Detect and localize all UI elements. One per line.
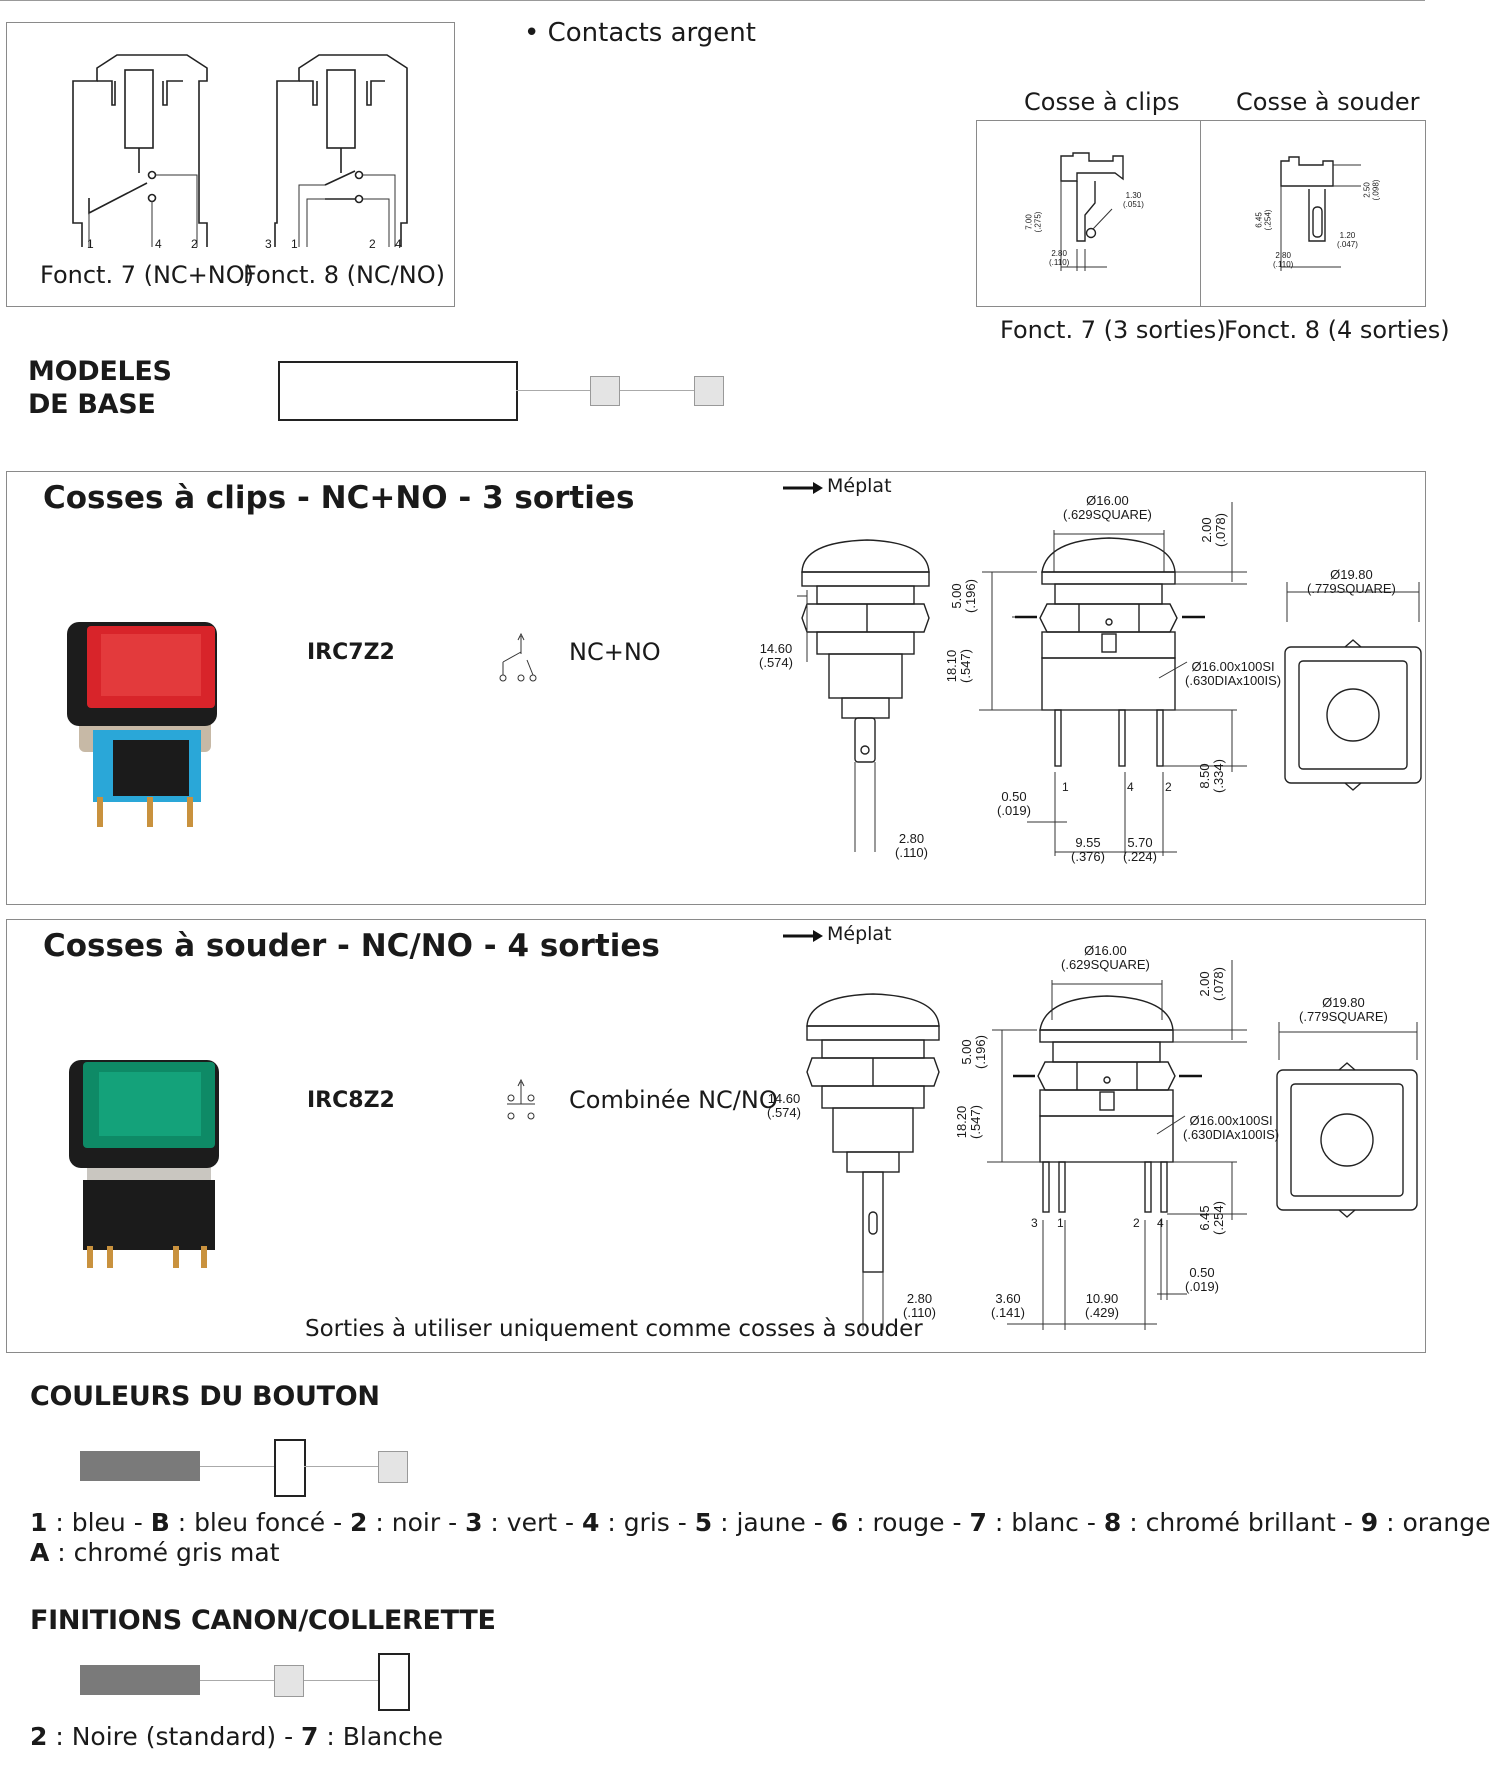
couleurs-heading: COULEURS DU BOUTON xyxy=(30,1381,380,1412)
dim-0-50: 0.50(.019) xyxy=(997,789,1031,818)
cosse-clips-label: Cosse à clips xyxy=(1024,88,1180,116)
front-pin-3-b: 3 xyxy=(1031,1216,1038,1230)
solder-terminal-drawing xyxy=(1280,156,1361,271)
dim-thread-b: Ø16.00x100SI(.630DIAx100IS) xyxy=(1183,1113,1280,1142)
couleurs-legend-line1: 1 : bleu - B : bleu foncé - 2 : noir - 3… xyxy=(30,1508,1490,1537)
meplat-label-1: Méplat xyxy=(827,475,892,497)
dim-d19-80: Ø19.80(.779SQUARE) xyxy=(1307,567,1396,596)
fonct7-sorties-label: Fonct. 7 (3 sorties) xyxy=(1000,316,1226,344)
dim-10-90: 10.90(.429) xyxy=(1085,1291,1119,1320)
front-pin-2: 2 xyxy=(1165,780,1172,794)
front-pin-1: 1 xyxy=(1062,780,1069,794)
color-code-line-1 xyxy=(200,1466,274,1467)
solder-dim-h: 6.45(.254) xyxy=(1254,209,1273,231)
finish-code-light-box xyxy=(274,1665,304,1697)
finish-code-box xyxy=(378,1653,410,1711)
dim-d16-b: Ø16.00(.629SQUARE) xyxy=(1061,943,1150,972)
section-clips: Cosses à clips - NC+NO - 3 sorties IRC7Z… xyxy=(6,471,1426,905)
code-connector-line-1 xyxy=(516,390,590,391)
code-irc7z2: IRC7Z2 xyxy=(307,640,395,665)
pin8-1: 1 xyxy=(291,237,298,251)
fonct8-label: Fonct. 8 (NC/NO) xyxy=(243,261,445,289)
finitions-legend: 2 : Noire (standard) - 7 : Blanche xyxy=(30,1722,444,1751)
combined-nc-no-symbol-icon xyxy=(507,1078,535,1120)
finish-code-line-2 xyxy=(304,1680,378,1681)
meplat-label-2: Méplat xyxy=(827,923,892,945)
clip-dim-d: 1.30(.051) xyxy=(1123,191,1144,209)
fonct8-sorties-label: Fonct. 8 (4 sorties) xyxy=(1224,316,1450,344)
front-pin-2-b: 2 xyxy=(1133,1216,1140,1230)
code-small-box-1 xyxy=(590,376,620,406)
code-small-box-2 xyxy=(694,376,724,406)
dim-2-80-side: 2.80(.110) xyxy=(895,831,928,860)
bezel-top-view-2 xyxy=(1276,1022,1418,1218)
pin8-4: 4 xyxy=(395,237,402,251)
solder-note: Sorties à utiliser uniquement comme coss… xyxy=(305,1316,923,1342)
switch-side-view-2 xyxy=(806,993,940,1330)
meplat-arrow-icon xyxy=(783,482,823,494)
section-clips-title: Cosses à clips - NC+NO - 3 sorties xyxy=(43,480,635,516)
dim-14-60-b: 14.60(.574) xyxy=(767,1091,801,1120)
dim-3-60: 3.60(.141) xyxy=(991,1291,1025,1320)
dim-9-55: 9.55(.376) xyxy=(1071,835,1105,864)
code-irc8z2: IRC8Z2 xyxy=(307,1088,395,1113)
bezel-top-view xyxy=(1284,582,1422,791)
section-souder: Cosses à souder - NC/NO - 4 sorties IRC8… xyxy=(6,919,1426,1353)
clip-dim-w: 2.80(.110) xyxy=(1049,249,1070,267)
dim-2-80-side-b: 2.80(.110) xyxy=(903,1291,936,1320)
dim-thread: Ø16.00x100SI(.630DIAx100IS) xyxy=(1185,659,1282,688)
product-photo-green xyxy=(69,1060,219,1268)
finish-code-grey-box xyxy=(80,1665,200,1695)
front-pin-1-b: 1 xyxy=(1057,1216,1064,1230)
function-nc-no: NC+NO xyxy=(569,638,661,666)
color-code-grey-box xyxy=(80,1451,200,1481)
cosse-souder-box: 6.45(.254) 2.50(.098) 1.20(.047) 2.80(.1… xyxy=(1200,120,1426,307)
product-photo-red xyxy=(67,622,217,827)
dim-d16: Ø16.00(.629SQUARE) xyxy=(1063,493,1152,522)
clip-terminal-drawing xyxy=(1060,152,1124,271)
cosse-souder-label: Cosse à souder xyxy=(1236,88,1420,116)
schematic-box: 1 4 2 3 1 2 4 Fonct. 7 (NC+NO) Fonct. 8 … xyxy=(6,22,455,307)
nc-no-symbol-icon xyxy=(499,632,537,682)
switch-front-view xyxy=(979,502,1247,856)
dim-5-70: 5.70(.224) xyxy=(1123,835,1157,864)
couleurs-legend-line2: A : chromé gris mat xyxy=(30,1538,280,1567)
cosse-clips-box: 7.00(.275) 1.30(.051) 2.80(.110) xyxy=(976,120,1202,307)
color-code-line-2 xyxy=(304,1466,378,1467)
function-combined: Combinée NC/NO xyxy=(569,1086,778,1114)
front-pin-4-b: 4 xyxy=(1157,1216,1164,1230)
pin8-2: 2 xyxy=(369,237,376,251)
switch-side-view xyxy=(797,539,930,852)
contacts-note: • Contacts argent xyxy=(524,18,756,48)
pin7-1: 1 xyxy=(87,237,94,251)
code-main-box xyxy=(278,361,518,421)
finitions-heading: FINITIONS CANON/COLLERETTE xyxy=(30,1605,496,1636)
clip-dim-h: 7.00(.275) xyxy=(1024,211,1043,233)
finish-code-line-1 xyxy=(200,1680,274,1681)
solder-dim-g: 1.20(.047) xyxy=(1337,231,1358,249)
dim-0-50-b: 0.50(.019) xyxy=(1185,1265,1219,1294)
solder-dim-t: 2.50(.098) xyxy=(1362,179,1381,201)
pin7-4: 4 xyxy=(155,237,162,251)
front-pin-4: 4 xyxy=(1127,780,1134,794)
dim-d19-80-b: Ø19.80(.779SQUARE) xyxy=(1299,995,1388,1024)
switch-front-view-2 xyxy=(987,960,1247,1330)
dim-14-60: 14.60(.574) xyxy=(759,641,793,670)
code-connector-line-2 xyxy=(620,390,694,391)
solder-dim-w: 2.80(.110) xyxy=(1273,251,1294,269)
color-code-light-box xyxy=(378,1451,408,1483)
color-code-box xyxy=(274,1439,306,1497)
pin8-3: 3 xyxy=(265,237,272,251)
top-rule xyxy=(0,0,1425,1)
fonct7-label: Fonct. 7 (NC+NO) xyxy=(40,261,254,289)
section-souder-title: Cosses à souder - NC/NO - 4 sorties xyxy=(43,928,660,964)
pin7-2: 2 xyxy=(191,237,198,251)
meplat-arrow-icon-2 xyxy=(783,930,823,942)
schematic-fonct7 xyxy=(72,54,408,247)
